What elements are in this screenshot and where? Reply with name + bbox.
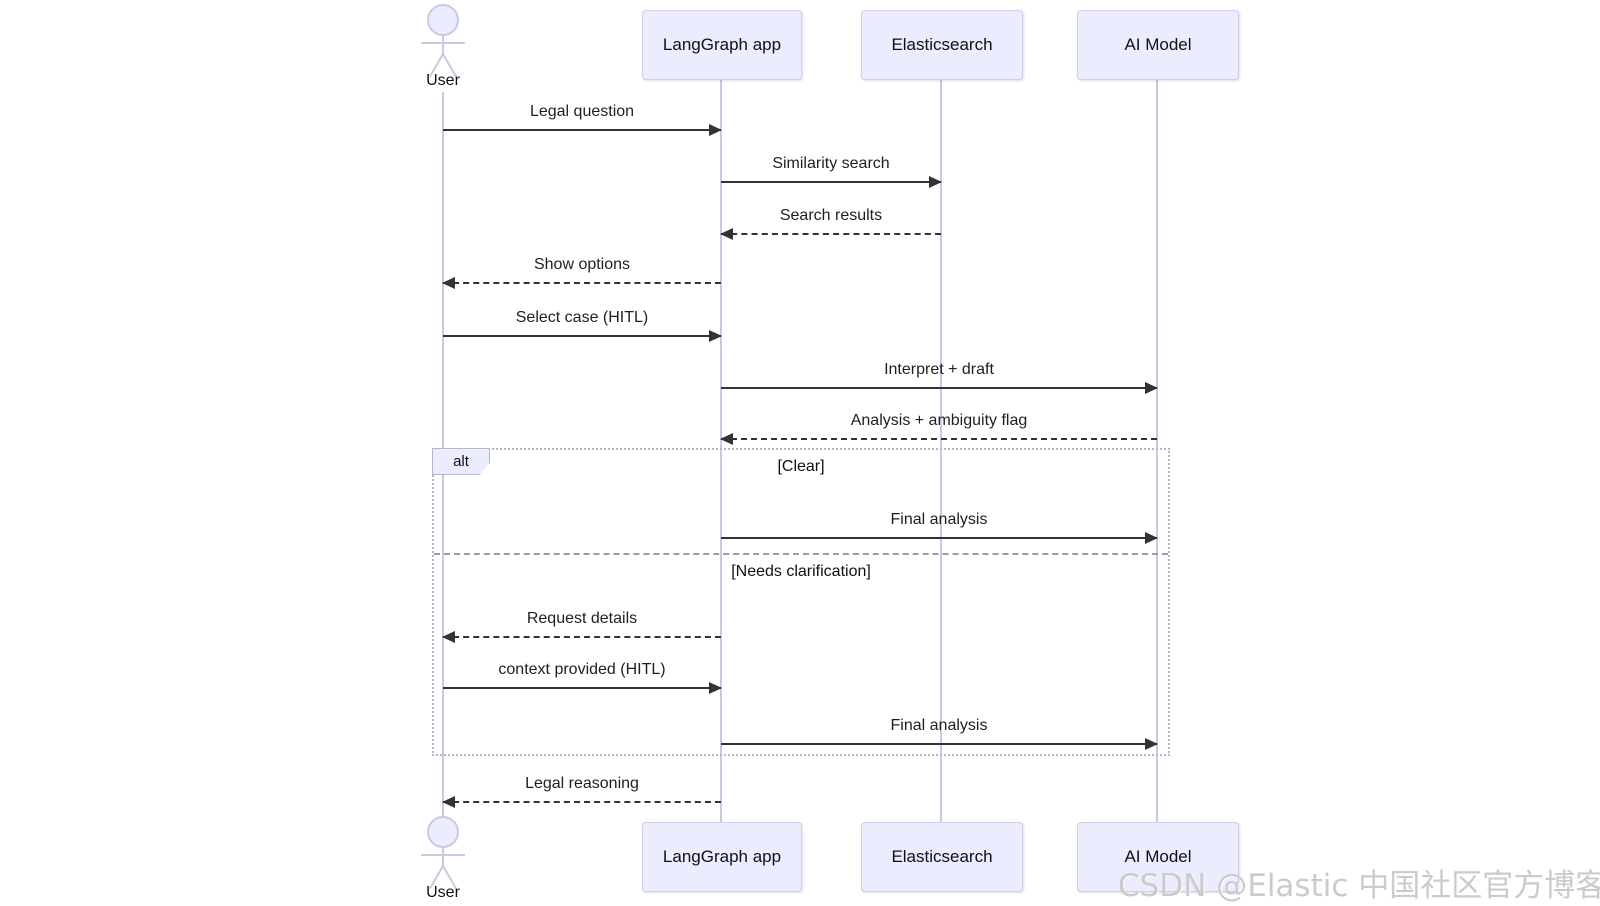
message-select-case: Select case (HITL) xyxy=(443,308,722,342)
user-arms-icon xyxy=(421,854,465,856)
message-text: Final analysis xyxy=(890,511,988,528)
lifeline-ai-model xyxy=(1156,80,1158,822)
message-search-results: Search results xyxy=(720,206,941,240)
message-text: context provided (HITL) xyxy=(498,661,666,678)
message-request-details: Request details xyxy=(442,609,721,643)
arrow-solid-right xyxy=(721,532,1158,544)
participant-langgraph-top: LangGraph app xyxy=(642,10,802,80)
csdn-watermark: CSDN @Elastic 中国社区官方博客 xyxy=(1118,868,1600,904)
participant-langgraph-bottom: LangGraph app xyxy=(642,822,802,892)
participant-label: LangGraph app xyxy=(662,35,782,54)
message-text: Request details xyxy=(526,610,638,627)
participant-ai-model-top: AI Model xyxy=(1077,10,1239,80)
message-legal-question: Legal question xyxy=(443,102,722,136)
alt-condition-clear: [Clear] xyxy=(777,458,825,475)
message-analysis-ambiguity: Analysis + ambiguity flag xyxy=(720,411,1157,445)
message-context-provided: context provided (HITL) xyxy=(443,660,722,694)
alt-fragment: alt [Clear] [Needs clarification] xyxy=(432,448,1170,756)
arrow-solid-right xyxy=(721,738,1158,750)
user-body-icon xyxy=(442,846,444,868)
participant-label: AI Model xyxy=(1124,847,1192,866)
message-show-options: Show options xyxy=(442,255,721,289)
participant-ai-model-bottom: AI Model xyxy=(1077,822,1239,892)
arrow-dashed-left xyxy=(720,433,1157,445)
message-final-analysis-1: Final analysis xyxy=(721,510,1158,544)
arrow-solid-right xyxy=(721,176,942,188)
arrow-solid-right xyxy=(443,330,722,342)
user-actor-icon: User xyxy=(411,816,475,906)
alt-divider xyxy=(434,553,1168,555)
arrow-solid-right xyxy=(443,682,722,694)
message-text: Show options xyxy=(533,256,631,273)
arrow-solid-right xyxy=(443,124,722,136)
message-text: Interpret + draft xyxy=(884,361,994,378)
alt-label: alt xyxy=(453,453,469,470)
participant-elasticsearch-bottom: Elasticsearch xyxy=(861,822,1023,892)
actor-label-user: User xyxy=(426,884,460,901)
user-actor-icon: User xyxy=(411,4,475,94)
message-text: Analysis + ambiguity flag xyxy=(850,412,1028,429)
participant-label: Elasticsearch xyxy=(891,35,993,54)
arrow-dashed-left xyxy=(720,228,941,240)
message-text: Legal reasoning xyxy=(525,775,639,792)
participant-label: Elasticsearch xyxy=(891,847,993,866)
participant-label: AI Model xyxy=(1124,35,1192,54)
user-arms-icon xyxy=(421,42,465,44)
lifeline-langgraph xyxy=(720,80,722,822)
alt-condition-needs-clarification: [Needs clarification] xyxy=(731,563,871,580)
actor-label-user: User xyxy=(426,72,460,89)
participant-elasticsearch-top: Elasticsearch xyxy=(861,10,1023,80)
arrow-dashed-left xyxy=(442,631,721,643)
message-text: Search results xyxy=(779,207,883,224)
message-interpret-draft: Interpret + draft xyxy=(721,360,1158,394)
user-head-icon xyxy=(427,4,459,36)
message-text: Select case (HITL) xyxy=(515,309,649,326)
message-text: Similarity search xyxy=(772,155,890,172)
message-final-analysis-2: Final analysis xyxy=(721,716,1158,750)
user-head-icon xyxy=(427,816,459,848)
user-body-icon xyxy=(442,34,444,56)
participant-label: LangGraph app xyxy=(662,847,782,866)
lifeline-elasticsearch xyxy=(940,80,942,822)
arrow-dashed-left xyxy=(442,277,721,289)
alt-label-tab: alt xyxy=(432,448,490,475)
message-legal-reasoning: Legal reasoning xyxy=(442,774,721,808)
arrow-solid-right xyxy=(721,382,1158,394)
message-text: Final analysis xyxy=(890,717,988,734)
arrow-dashed-left xyxy=(442,796,721,808)
message-text: Legal question xyxy=(529,103,635,120)
message-similarity-search: Similarity search xyxy=(721,154,942,188)
